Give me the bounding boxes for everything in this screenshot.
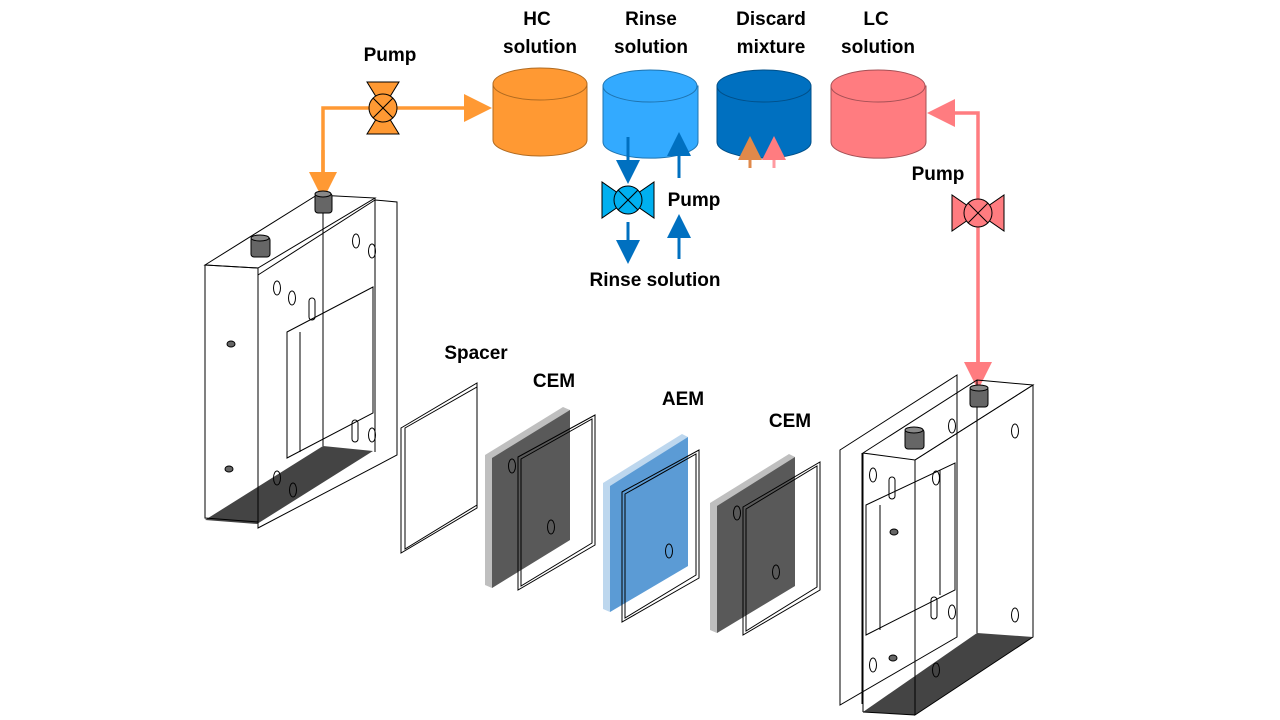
cem-label-2: CEM <box>768 411 812 432</box>
pump-label-left: Pump <box>363 45 417 66</box>
pump-icon-right <box>951 194 1005 232</box>
rinse-solution-bottom-label: Rinse solution <box>589 270 721 291</box>
rinse-tank <box>602 69 699 159</box>
lc-flow-line <box>927 99 980 382</box>
hc-label-line2: solution <box>503 37 577 58</box>
cem-membrane-2 <box>710 454 821 636</box>
cem-membrane-1 <box>485 407 596 591</box>
spacer-sheet <box>400 382 478 554</box>
lc-tank <box>830 69 927 159</box>
pump-label-right: Pump <box>911 164 965 185</box>
right-end-cell <box>839 374 1035 716</box>
discard-label-line2: mixture <box>736 37 806 58</box>
pump-label-middle: Pump <box>667 190 721 211</box>
aem-membrane <box>603 434 700 623</box>
rinse-label-line1: Rinse <box>625 9 677 30</box>
hc-tank <box>492 67 588 157</box>
discard-tank <box>716 69 812 159</box>
rinse-label-line2: solution <box>614 37 688 58</box>
lc-label-line2: solution <box>841 37 915 58</box>
discard-label-line1: Discard <box>736 9 806 30</box>
lc-label-line1: LC <box>863 9 889 30</box>
aem-label: AEM <box>661 389 705 410</box>
pump-icon-middle <box>601 181 655 219</box>
spacer-label: Spacer <box>444 343 508 364</box>
hc-label-line1: HC <box>523 9 551 30</box>
hc-flow-line <box>321 94 492 192</box>
cem-label-1: CEM <box>532 371 576 392</box>
pump-icon-left <box>366 81 400 135</box>
left-end-cell <box>203 190 398 529</box>
